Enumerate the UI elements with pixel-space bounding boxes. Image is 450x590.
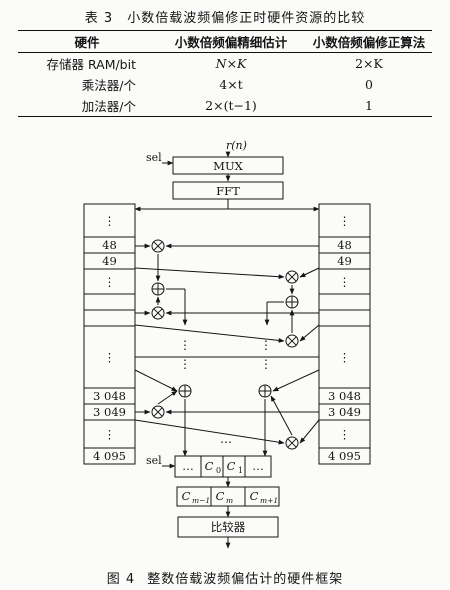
mux-label: MUX <box>213 159 243 173</box>
table-header-row: 硬件 小数倍频偏精细估计 小数倍频偏修正算法 <box>18 30 432 53</box>
left-memory-column: ⋮ 48 49 ⋮ ⋮ 3 048 3 049 ⋮ 4 095 <box>83 203 136 465</box>
multiplier-icon <box>151 405 165 419</box>
memory-cell-label: 48 <box>102 238 117 252</box>
memory-cell <box>83 447 136 465</box>
multiplier-icon <box>285 334 299 348</box>
ellipsis-horizontal: … <box>220 432 232 446</box>
memory-cell <box>318 309 371 327</box>
window-cell-label: C <box>216 489 225 503</box>
figure-caption-text: 整数倍载波频偏估计的硬件框架 <box>147 572 344 587</box>
fft-label: FFT <box>216 184 240 198</box>
memory-cell-label: 48 <box>337 238 352 252</box>
window-cell-subscript: m+1 <box>260 496 278 505</box>
table-row: 加法器/个 2×(t−1) 1 <box>18 95 432 117</box>
header-correction: 小数倍频偏修正算法 <box>312 35 426 50</box>
ellipsis-vertical: ⋮ <box>179 357 191 371</box>
table-caption: 表 3 小数倍载波频偏修正时硬件资源的比较 <box>0 7 450 26</box>
sel-label-top: sel <box>146 151 162 164</box>
resource-table: 硬件 小数倍频偏精细估计 小数倍频偏修正算法 存储器 RAM/bit N×K 2… <box>18 30 432 117</box>
table-title: 小数倍载波频偏修正时硬件资源的比较 <box>127 11 366 26</box>
memory-cell <box>83 309 136 327</box>
register-cell-label: C <box>227 459 236 473</box>
hardware-block-diagram: r(n) sel MUX FFT ⋮ 48 49 ⋮ ⋮ 3 048 3 049 ⋮ 4 095… <box>83 139 371 549</box>
right-memory-column: ⋮ 48 49 ⋮ ⋮ 3 048 3 049 ⋮ 4 095 <box>318 203 371 465</box>
memory-cell-label: 3 048 <box>328 389 361 403</box>
input-signal-label: r(n) <box>226 139 247 152</box>
memory-cell-label: 3 049 <box>93 405 126 419</box>
register-cell-label: C <box>205 459 214 473</box>
memory-cell-label: ⋮ <box>104 214 116 228</box>
row-label: 加法器/个 <box>81 99 136 114</box>
memory-cell <box>83 293 136 311</box>
adder-icon <box>151 282 165 296</box>
signal-wires <box>134 243 320 457</box>
figure-caption: 图 4 整数倍载波频偏估计的硬件框架 <box>0 568 450 587</box>
multiplier-icon <box>285 270 299 284</box>
row-label: 乘法器/个 <box>81 78 136 93</box>
adder-icon <box>178 384 192 398</box>
table-cell: 1 <box>365 98 373 113</box>
multiplier-icon <box>285 436 299 450</box>
memory-cell-label: ⋮ <box>339 275 351 289</box>
memory-cell-label: 49 <box>102 254 117 268</box>
memory-cell-label: ⋮ <box>104 275 116 289</box>
table-cell: 0 <box>365 77 373 92</box>
memory-cell-label: ⋮ <box>104 350 116 364</box>
row-label: 存储器 RAM/bit <box>46 57 136 72</box>
ellipsis-vertical: ⋮ <box>260 357 272 371</box>
memory-cell-label: 3 048 <box>93 389 126 403</box>
header-hardware: 硬件 <box>74 35 100 50</box>
register-cell <box>244 455 272 478</box>
memory-cell-label: 4 095 <box>328 449 361 463</box>
memory-cell-label: ⋮ <box>104 427 116 441</box>
register-cell-label: … <box>252 459 264 473</box>
ellipsis-vertical: ⋮ <box>179 338 191 352</box>
table-row: 乘法器/个 4×t 0 <box>18 74 432 95</box>
ellipsis-vertical: ⋮ <box>260 338 272 352</box>
table-number: 表 3 <box>84 11 114 26</box>
header-fine-estimate: 小数倍频偏精细估计 <box>174 35 288 50</box>
memory-cell-label: ⋮ <box>339 214 351 228</box>
adder-icon <box>285 295 299 309</box>
table-cell: 4×t <box>219 77 243 92</box>
multiplier-icon <box>151 239 165 253</box>
multiplier-icon <box>151 306 165 320</box>
memory-cell-label: ⋮ <box>339 350 351 364</box>
window-cell <box>244 486 280 507</box>
memory-cell-label: 49 <box>337 254 352 268</box>
table-cell: N×K <box>215 56 247 71</box>
memory-cell <box>318 293 371 311</box>
comparator-label: 比较器 <box>211 520 246 534</box>
memory-cell-label: 3 049 <box>328 405 361 419</box>
table-cell: 2×K <box>355 56 383 71</box>
sel-label-bottom: sel <box>146 454 162 467</box>
window-cell-label: C <box>250 489 259 503</box>
adder-icon <box>258 384 272 398</box>
memory-cell-label: 4 095 <box>93 449 126 463</box>
register-cell-subscript: 0 <box>216 466 221 475</box>
figure-number: 图 4 <box>106 572 136 587</box>
window-cell-subscript: m <box>226 496 233 505</box>
memory-cell <box>318 447 371 465</box>
table-cell: 2×(t−1) <box>205 98 257 113</box>
memory-cell-label: ⋮ <box>339 427 351 441</box>
window-cell-subscript: m−1 <box>192 496 210 505</box>
register-cell-subscript: 1 <box>238 466 243 475</box>
table-row: 存储器 RAM/bit N×K 2×K <box>18 53 432 75</box>
register-cell-label: … <box>182 459 194 473</box>
window-cell-label: C <box>182 489 191 503</box>
